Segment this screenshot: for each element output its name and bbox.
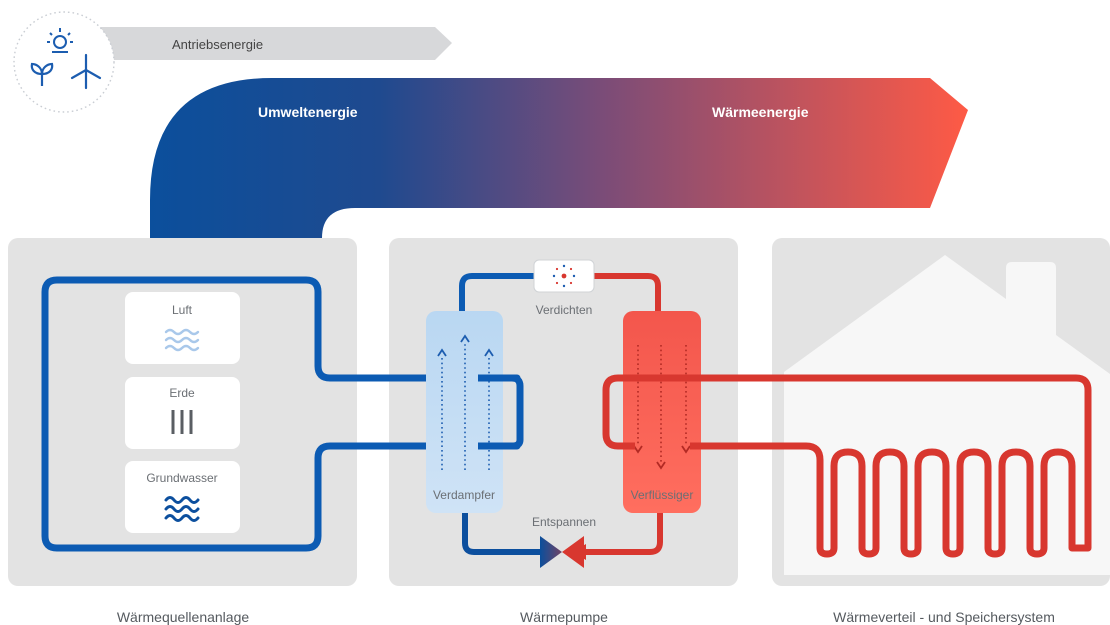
caption-source-system: Wärmequellenanlage: [117, 609, 250, 625]
refrigerant-pipe-hot-top: [593, 273, 661, 312]
wind-turbine-icon: [70, 53, 102, 90]
heat-energy-label: Wärmeenergie: [712, 104, 809, 120]
water-waves-icon: [164, 496, 200, 522]
energy-flow-band: [150, 78, 968, 238]
expand-label: Entspannen: [532, 515, 596, 529]
drive-energy-label: Antriebsenergie: [172, 37, 263, 52]
source-label-earth: Erde: [169, 386, 195, 400]
condenser-label: Verflüssiger: [631, 488, 694, 502]
source-label-air: Luft: [172, 303, 193, 317]
earth-probes-icon: [171, 410, 193, 434]
air-waves-icon: [164, 328, 200, 352]
source-loop-pipe: [41, 276, 521, 552]
refrigerant-pipe-cold-top: [459, 273, 536, 312]
heating-loop-pipe: [602, 374, 1092, 558]
condenser-flow-arrows: [637, 345, 687, 462]
source-card-groundwater: Grundwasser: [125, 461, 240, 533]
evaporator-coil-pipe: [478, 374, 524, 450]
caption-distribution: Wärmeverteil - und Speichersystem: [833, 609, 1055, 625]
expansion-valve-icon: [540, 536, 584, 568]
compress-label: Verdichten: [536, 303, 593, 317]
compressor-unit: [533, 259, 595, 293]
evaporator-flow-arrows: [441, 342, 490, 470]
source-card-air: Luft: [125, 292, 240, 364]
environment-energy-label: Umweltenergie: [258, 104, 358, 120]
compressor-icon: [552, 264, 576, 288]
drive-energy-arrow: [88, 27, 452, 60]
sun-icon: [47, 28, 73, 53]
source-label-groundwater: Grundwasser: [146, 471, 217, 485]
condenser-unit: Verflüssiger: [623, 311, 701, 513]
evaporator-unit: Verdampfer: [426, 311, 503, 513]
plant-icon: [30, 62, 54, 86]
refrigerant-pipe-cold-bottom: [462, 505, 540, 555]
source-card-earth: Erde: [125, 377, 240, 449]
refrigerant-pipe-hot-bottom: [584, 508, 663, 555]
evaporator-label: Verdampfer: [433, 488, 495, 502]
caption-heat-pump: Wärmepumpe: [520, 609, 608, 625]
renewable-energy-badge: [13, 11, 115, 113]
